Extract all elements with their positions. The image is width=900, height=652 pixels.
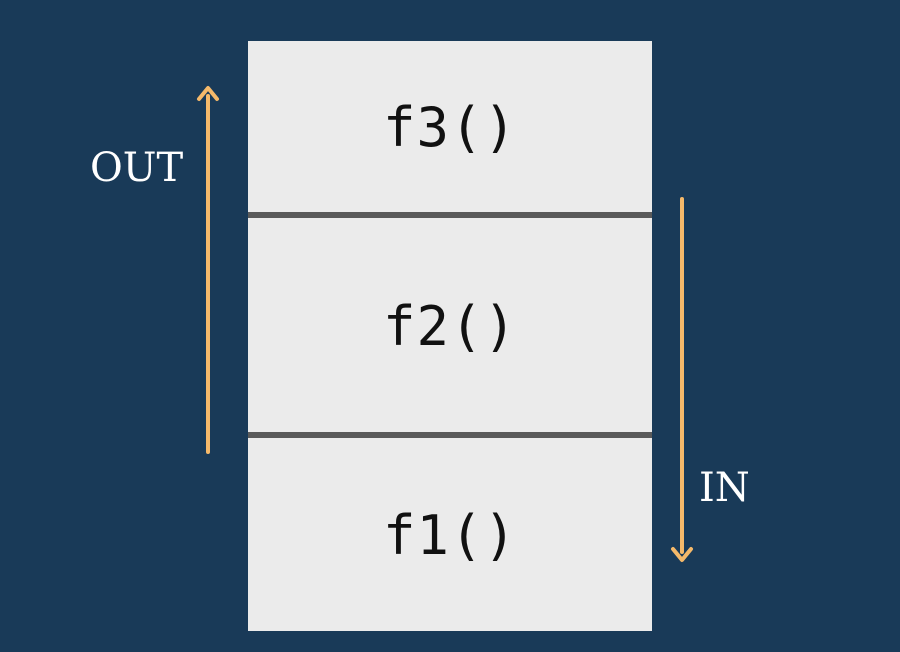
out-arrow [197,86,219,454]
stack-frame-f2: f2() [248,217,652,435]
frame-label-f1: f1() [382,503,518,567]
frame-label-f3: f3() [382,95,518,159]
stack-frame-f1: f1() [248,439,652,631]
frame-label-f2: f2() [382,294,518,358]
call-stack: f3() f2() f1() [248,41,652,631]
frame-divider [248,432,652,438]
frame-divider [248,212,652,218]
out-label: OUT [90,145,184,191]
stack-frame-f3: f3() [248,41,652,213]
in-arrow [671,197,693,562]
in-label: IN [699,465,750,511]
